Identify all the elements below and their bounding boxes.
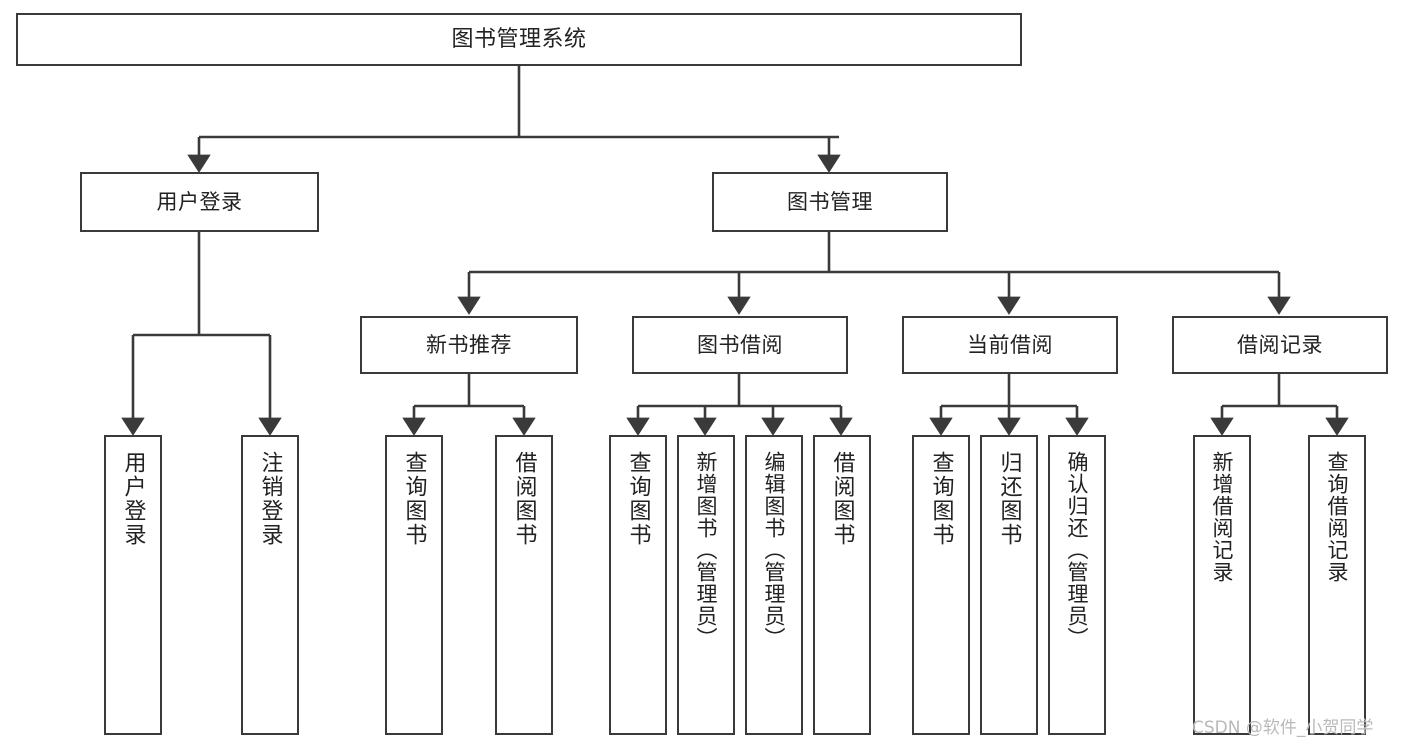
node-new-book-recommend[interactable]: 新书推荐 <box>360 316 578 374</box>
node-label: 借阅图书 <box>511 451 537 547</box>
node-current-borrow[interactable]: 当前借阅 <box>902 316 1118 374</box>
node-borrow-record[interactable]: 借阅记录 <box>1172 316 1388 374</box>
leaf-borrow-book[interactable]: 借阅图书 <box>813 435 871 735</box>
leaf-add-borrow-record[interactable]: 新增借阅记录 <box>1193 435 1251 735</box>
node-label: 编辑图书（管理员） <box>762 451 787 649</box>
node-label: 新增图书（管理员） <box>694 451 719 649</box>
node-label: 借阅记录 <box>1237 332 1323 357</box>
node-label: 注销登录 <box>257 451 283 547</box>
node-label: 图书管理 <box>787 189 873 214</box>
leaf-return-book[interactable]: 归还图书 <box>980 435 1038 735</box>
leaf-query-borrow-record[interactable]: 查询借阅记录 <box>1308 435 1366 735</box>
leaf-add-book-admin[interactable]: 新增图书（管理员） <box>677 435 735 735</box>
node-label: 用户登录 <box>156 189 243 214</box>
leaf-confirm-return-admin[interactable]: 确认归还（管理员） <box>1048 435 1106 735</box>
watermark: CSDN @软件_小贺同学 <box>1192 718 1374 738</box>
leaf-query-book-current[interactable]: 查询图书 <box>912 435 970 735</box>
leaf-query-book-new[interactable]: 查询图书 <box>385 435 443 735</box>
node-user-login[interactable]: 用户登录 <box>80 172 319 232</box>
node-label: 查询图书 <box>625 451 651 547</box>
node-book-borrow[interactable]: 图书借阅 <box>632 316 848 374</box>
node-label: 图书管理系统 <box>451 26 587 52</box>
node-label: 查询借阅记录 <box>1325 451 1350 583</box>
node-label: 新书推荐 <box>426 332 512 357</box>
leaf-edit-book-admin[interactable]: 编辑图书（管理员） <box>745 435 803 735</box>
node-label: 用户登录 <box>120 451 146 547</box>
leaf-borrow-book-new[interactable]: 借阅图书 <box>495 435 553 735</box>
node-label: 图书借阅 <box>697 332 783 357</box>
node-book-management[interactable]: 图书管理 <box>712 172 948 232</box>
node-label: 归还图书 <box>996 451 1022 547</box>
leaf-user-logout[interactable]: 注销登录 <box>241 435 299 735</box>
node-label: 新增借阅记录 <box>1210 451 1235 583</box>
node-label: 当前借阅 <box>967 332 1053 357</box>
node-label: 查询图书 <box>928 451 954 547</box>
leaf-user-login[interactable]: 用户登录 <box>104 435 162 735</box>
node-label: 确认归还（管理员） <box>1065 451 1090 649</box>
leaf-query-book-borrow[interactable]: 查询图书 <box>609 435 667 735</box>
node-root-system[interactable]: 图书管理系统 <box>16 13 1022 66</box>
node-label: 查询图书 <box>401 451 427 547</box>
node-label: 借阅图书 <box>829 451 855 547</box>
